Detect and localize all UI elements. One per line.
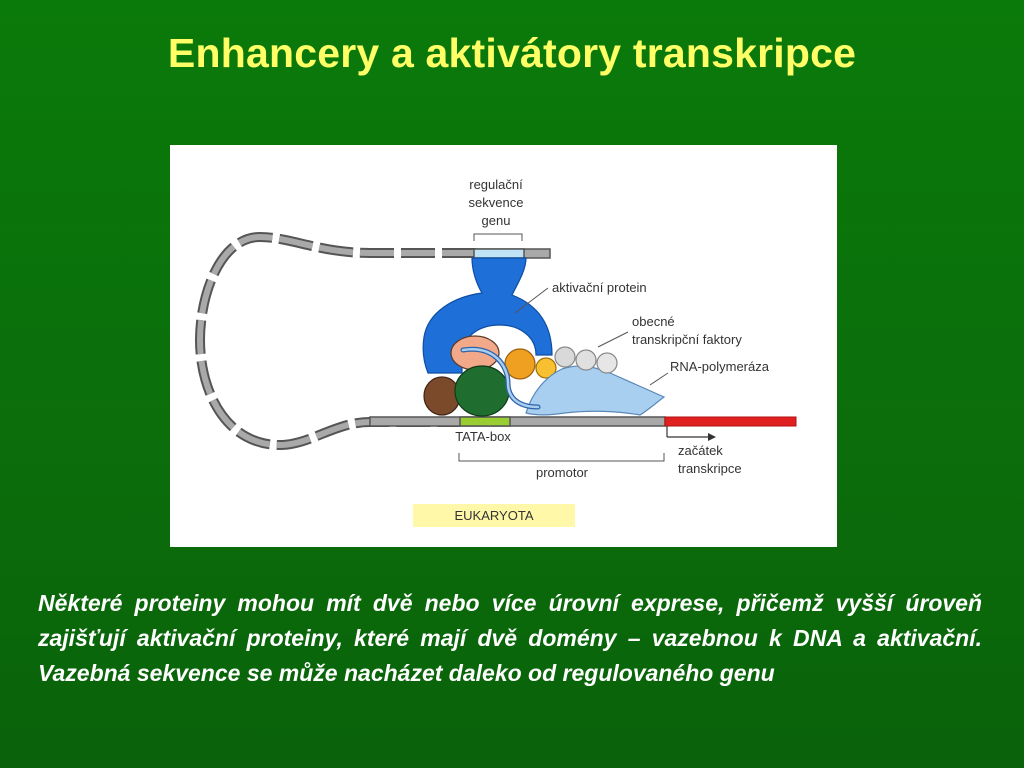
- promoter-bracket: [458, 453, 665, 462]
- caption-paragraph: Některé proteiny mohou mít dvě nebo více…: [38, 590, 982, 686]
- label-regulatory-line2: sekvence: [469, 195, 524, 210]
- pointer-general-tf: [597, 331, 629, 348]
- regulatory-bracket: [473, 233, 523, 241]
- label-activator: aktivační protein: [552, 280, 647, 295]
- diagram-panel: regulační sekvence genu aktivační protei…: [170, 145, 837, 547]
- transcribed-region: [664, 416, 797, 427]
- general-factor-grey-3: [596, 352, 618, 374]
- label-regulatory-line1: regulační: [469, 177, 523, 192]
- tata-box-segment: [459, 416, 511, 427]
- label-organism: EUKARYOTA: [455, 508, 534, 523]
- label-tata-box: TATA-box: [455, 429, 511, 444]
- general-factor-grey-1: [554, 346, 576, 368]
- transcription-start-arrow: [666, 426, 716, 441]
- label-general-tf-line2: transkripční faktory: [632, 332, 742, 347]
- enhancer-diagram: regulační sekvence genu aktivační protei…: [194, 177, 797, 527]
- general-factor-grey-2: [575, 349, 597, 371]
- label-start-line1: začátek: [678, 443, 723, 458]
- general-factor-brown: [423, 376, 461, 416]
- slide-title: Enhancery a aktivátory transkripce: [167, 30, 857, 76]
- rna-polymerase: [525, 365, 666, 416]
- general-factor-orange-2: [535, 357, 557, 379]
- label-start-line2: transkripce: [678, 461, 742, 476]
- label-regulatory-line3: genu: [482, 213, 511, 228]
- pointer-activator: [514, 287, 549, 314]
- pointer-rna-polymerase: [649, 372, 669, 386]
- label-promoter: promotor: [536, 465, 589, 480]
- organism-label-bg: [413, 504, 575, 527]
- general-factor-green: [454, 365, 510, 417]
- label-rna-polymerase: RNA-polymeráza: [670, 359, 770, 374]
- label-general-tf-line1: obecné: [632, 314, 675, 329]
- regulatory-sequence-segment: [473, 248, 525, 259]
